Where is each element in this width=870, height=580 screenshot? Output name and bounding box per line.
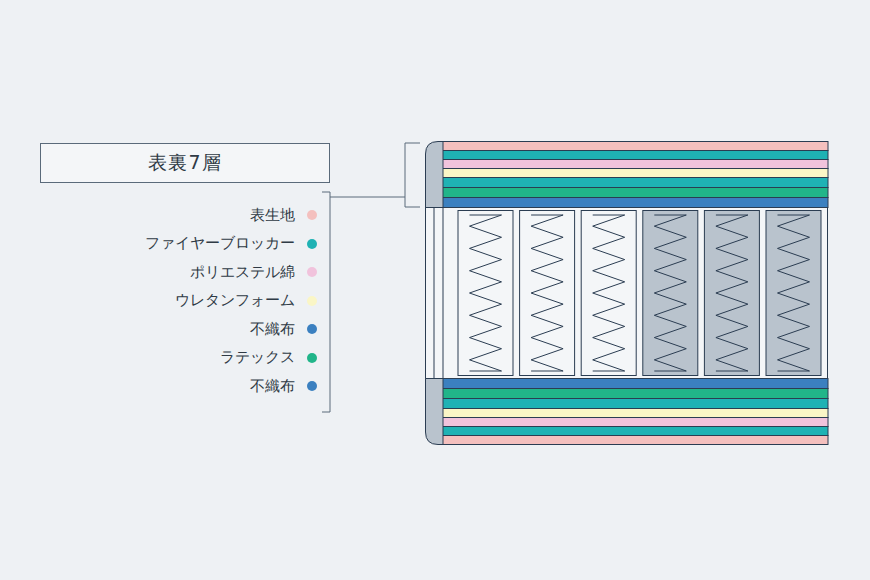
legend-row: 不織布: [20, 319, 317, 339]
legend-swatch: [307, 267, 317, 277]
legend-label: ファイヤーブロッカー: [145, 234, 295, 253]
coil-spring: [654, 215, 686, 371]
legend-row: ラテックス: [20, 348, 317, 368]
legend-label: ウレタンフォーム: [175, 291, 295, 310]
legend-swatch: [307, 210, 317, 220]
legend-label: ポリエステル綿: [190, 263, 295, 282]
bracket: [322, 143, 420, 412]
coil-spring: [470, 215, 502, 371]
spring-layer: [426, 208, 828, 379]
legend-label: ラテックス: [220, 348, 295, 367]
coil-spring: [531, 215, 563, 371]
legend-swatch: [307, 381, 317, 391]
coil-spring: [778, 215, 810, 371]
legend-label: 不織布: [250, 320, 295, 339]
legend-swatch: [307, 324, 317, 334]
spring-pocket: [458, 211, 513, 376]
legend-row: 不織布: [20, 376, 317, 396]
legend-row: ウレタンフォーム: [20, 291, 317, 311]
legend-swatch: [307, 353, 317, 363]
spring-pocket: [520, 211, 575, 376]
legend-label: 表生地: [250, 206, 295, 225]
bottom-layers: [426, 379, 829, 445]
top-layers: [426, 142, 829, 208]
spring-pocket: [766, 211, 821, 376]
heading-text: 表裏7層: [148, 150, 221, 176]
legend-swatch: [307, 239, 317, 249]
spring-pocket: [704, 211, 759, 376]
legend-label: 不織布: [250, 377, 295, 396]
legend-row: 表生地: [20, 205, 317, 225]
legend-swatch: [307, 296, 317, 306]
spring-pocket: [643, 211, 698, 376]
legend-row: ポリエステル綿: [20, 262, 317, 282]
legend-row: ファイヤーブロッカー: [20, 234, 317, 254]
coil-spring: [593, 215, 625, 371]
coil-spring: [716, 215, 748, 371]
heading-box: 表裏7層: [40, 143, 330, 183]
spring-pocket: [581, 211, 636, 376]
